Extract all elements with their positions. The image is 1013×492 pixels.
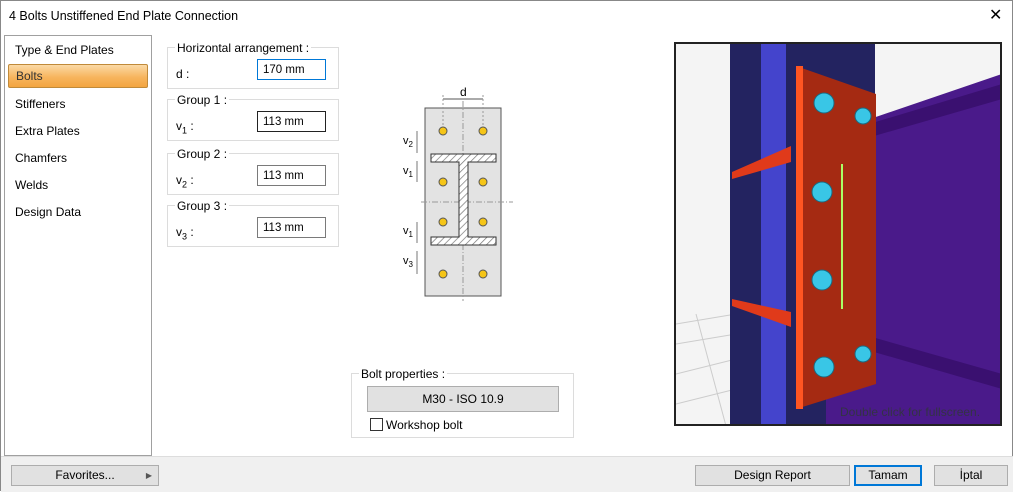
footer-bar: Favorites...▶ Design Report Tamam İptal	[1, 456, 1013, 492]
group-legend: Horizontal arrangement :	[175, 41, 312, 55]
group-2: Group 2 : v2 :	[167, 147, 339, 195]
fullscreen-hint: Double click for fullscreen.	[840, 405, 981, 419]
stiffener	[732, 146, 791, 179]
d-label: d :	[176, 67, 190, 81]
group-legend: Group 3 :	[175, 199, 230, 213]
sidebar-item-welds[interactable]: Welds	[15, 178, 49, 192]
v3-dim: v3	[403, 255, 414, 269]
group-legend: Group 2 :	[175, 147, 230, 161]
sidebar-item-design-data[interactable]: Design Data	[15, 205, 82, 219]
bolt	[813, 92, 835, 114]
bolt	[438, 126, 448, 136]
bolt-layout-diagram: d v2 v1 v1 v3	[403, 85, 513, 301]
workshop-bolt-label: Workshop bolt	[386, 418, 463, 432]
sidebar-item-type-end-plates[interactable]: Type & End Plates	[15, 43, 114, 57]
ok-button[interactable]: Tamam	[854, 465, 922, 486]
sidebar-item-stiffeners[interactable]: Stiffeners	[15, 97, 66, 111]
3d-viewer[interactable]: Double click for fullscreen.	[674, 42, 1002, 426]
bolt	[813, 356, 835, 378]
v1-dim: v1	[403, 165, 414, 179]
connection-3d-render	[676, 44, 1000, 424]
bolt-properties-group: Bolt properties : M30 - ISO 10.9 Worksho…	[351, 367, 574, 438]
bolt	[478, 126, 488, 136]
stiffener	[732, 299, 791, 327]
v1-input[interactable]	[257, 111, 326, 132]
bolt-select-button[interactable]: M30 - ISO 10.9	[367, 386, 559, 412]
bolt	[854, 345, 872, 363]
favorites-button[interactable]: Favorites...▶	[11, 465, 159, 486]
cancel-button[interactable]: İptal	[934, 465, 1008, 486]
workshop-bolt-checkbox[interactable]	[370, 418, 383, 431]
bolt	[438, 177, 448, 187]
d-dim-label: d	[460, 85, 467, 99]
sidebar-item-extra-plates[interactable]: Extra Plates	[15, 124, 80, 138]
sidebar-item-bolts[interactable]: Bolts	[8, 64, 148, 88]
horizontal-arrangement-group: Horizontal arrangement : d :	[167, 41, 339, 89]
group-legend: Bolt properties :	[359, 367, 448, 381]
bolt	[478, 269, 488, 279]
v2-input[interactable]	[257, 165, 326, 186]
bolt	[438, 217, 448, 227]
close-icon[interactable]: ✕	[989, 7, 1003, 24]
v1-label: v1 :	[176, 119, 194, 136]
v2-dim: v2	[403, 135, 414, 149]
d-input[interactable]	[257, 59, 326, 80]
chevron-right-icon: ▶	[145, 471, 152, 480]
group-3: Group 3 : v3 :	[167, 199, 339, 247]
v2-label: v2 :	[176, 173, 194, 190]
bolt	[811, 269, 833, 291]
design-report-button[interactable]: Design Report	[695, 465, 850, 486]
end-plate	[796, 66, 876, 409]
window-title: 4 Bolts Unstiffened End Plate Connection	[9, 9, 239, 23]
v1-dim: v1	[403, 225, 414, 239]
bolt	[478, 177, 488, 187]
bolt	[438, 269, 448, 279]
v3-label: v3 :	[176, 225, 194, 242]
bolt	[811, 181, 833, 203]
group-1: Group 1 : v1 :	[167, 93, 339, 141]
bolt	[478, 217, 488, 227]
group-legend: Group 1 :	[175, 93, 230, 107]
sidebar-item-chamfers[interactable]: Chamfers	[15, 151, 68, 165]
bolt	[854, 107, 872, 125]
beam-section	[430, 153, 497, 246]
v3-input[interactable]	[257, 217, 326, 238]
sidebar: Type & End Plates Bolts Stiffeners Extra…	[4, 35, 152, 456]
